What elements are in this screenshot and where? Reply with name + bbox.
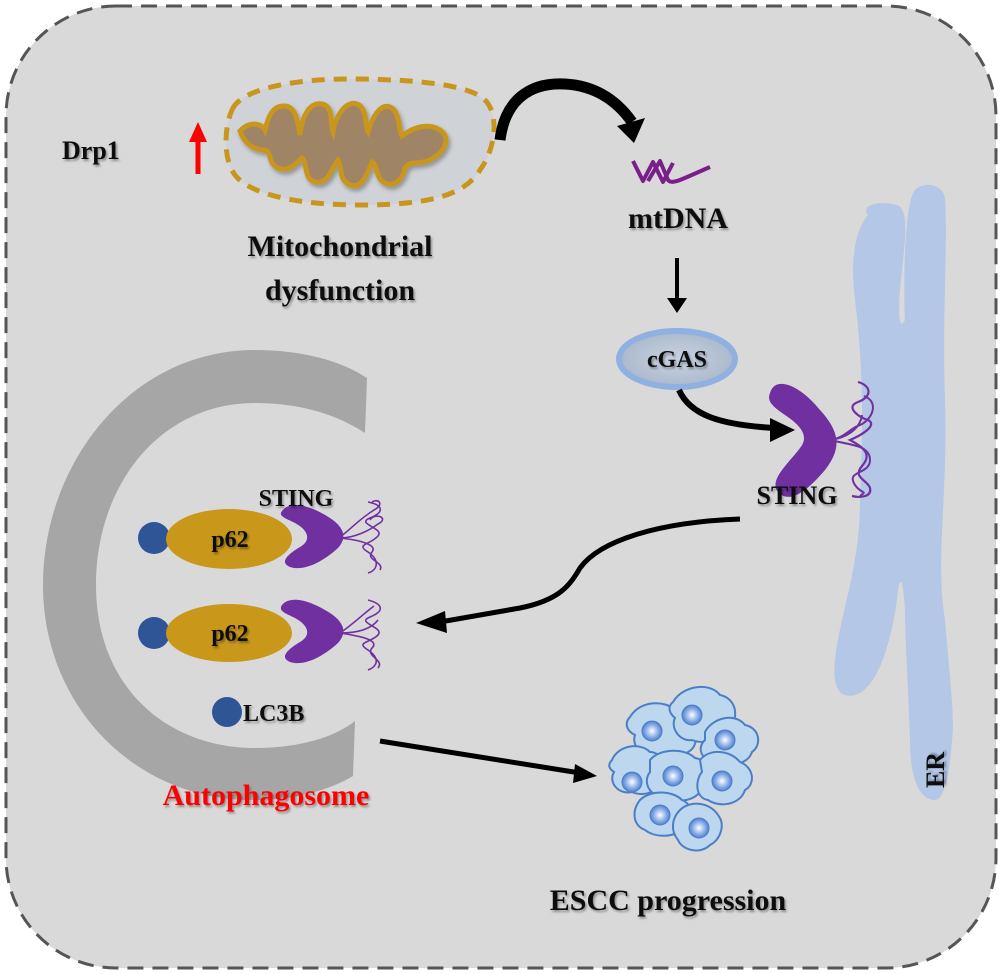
mtdna-label: mtDNA	[628, 202, 728, 235]
p62-node	[166, 509, 292, 569]
sting-er-icon	[769, 380, 874, 498]
er-shape	[834, 184, 953, 800]
p62-sting-complex-bottom	[138, 599, 382, 671]
lc3b-dot-free	[212, 697, 242, 727]
mitochondrion-icon	[223, 76, 497, 208]
drp1-label: Drp1	[62, 136, 120, 165]
lc3b-dot	[138, 617, 170, 649]
escc-nuclei	[621, 704, 736, 839]
autophagosome-membrane	[43, 350, 367, 800]
background-panel	[4, 4, 998, 970]
mtdna-icon	[631, 159, 711, 184]
lc3b-dot	[138, 522, 170, 554]
escc-progression-label: ESCC progression	[550, 884, 787, 917]
lc3b-label: LC3B	[243, 701, 304, 727]
p62-label-top: p62	[211, 527, 248, 553]
arrow-mito-to-mtdna	[494, 78, 645, 143]
cgas-label: cGAS	[647, 347, 707, 373]
mito-dysfunction-label-1: Mitochondrial	[248, 230, 433, 263]
autophagosome-label: Autophagosome	[163, 779, 370, 812]
arrow-autophagosome-to-escc	[379, 738, 597, 783]
sting-er-label: STING	[757, 481, 838, 510]
er-label: ER	[921, 752, 950, 788]
cgas-node	[616, 328, 738, 390]
upregulation-arrow-icon	[189, 122, 207, 174]
p62-sting-complex-top	[138, 499, 384, 574]
mito-dysfunction-label-2: dysfunction	[265, 274, 415, 307]
p62-node	[166, 604, 292, 662]
p62-label-bottom: p62	[211, 621, 248, 647]
arrow-sting-to-autophagosome	[416, 516, 741, 633]
arrow-mtdna-to-cgas	[667, 258, 687, 313]
arrow-cgas-to-sting	[676, 388, 795, 442]
sting-autophagosome-label: STING	[259, 486, 334, 512]
